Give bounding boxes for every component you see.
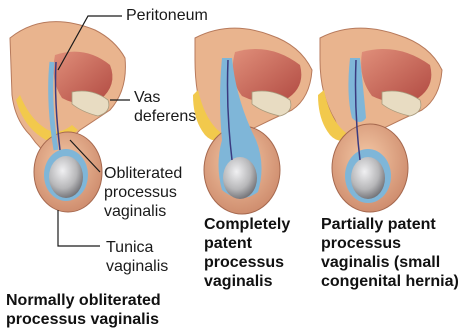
label-vas-deferens: Vas deferens: [134, 88, 196, 126]
panel-partially-patent: [318, 28, 442, 212]
label-tunica-vaginalis: Tunica vaginalis: [106, 238, 168, 276]
caption-completely-patent: Completely patent processus vaginalis: [204, 215, 290, 291]
caption-normally-obliterated: Normally obliterated processus vaginalis: [6, 291, 161, 329]
testis-2: [223, 157, 257, 199]
caption-partially-patent: Partially patent processus vaginalis (sm…: [321, 215, 459, 291]
label-obliterated-processus-vaginalis: Obliterated processus vaginalis: [104, 164, 182, 221]
label-peritoneum: Peritoneum: [126, 6, 208, 25]
testis-3: [351, 157, 385, 199]
panel-completely-patent: [193, 28, 312, 214]
testis-1: [49, 156, 83, 198]
